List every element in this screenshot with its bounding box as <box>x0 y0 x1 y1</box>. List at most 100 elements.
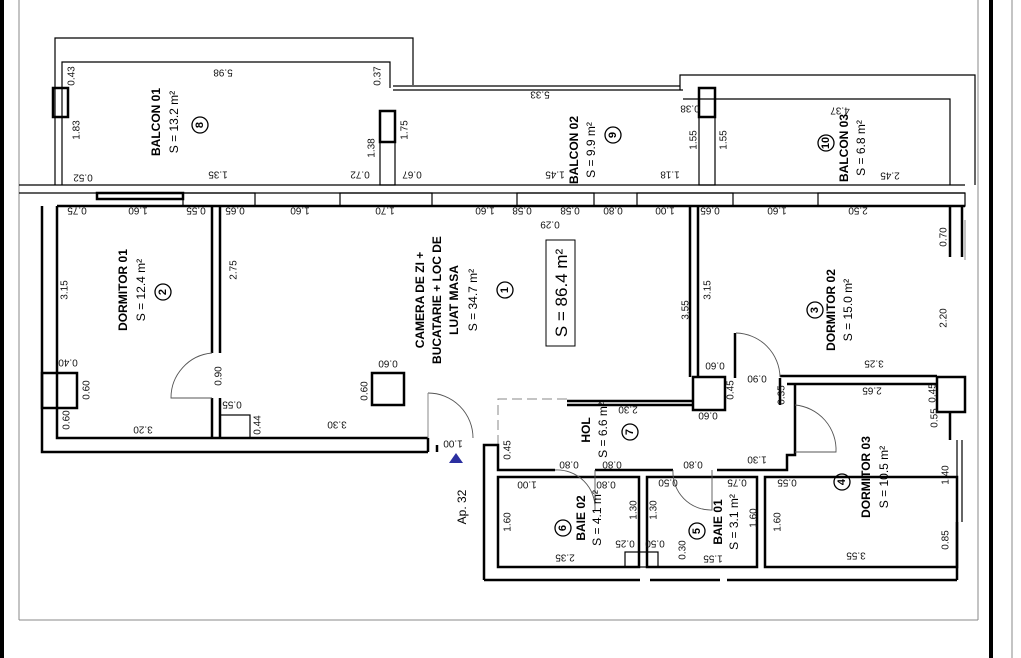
room-name: DORMITOR 01 <box>116 249 130 331</box>
dimension-label: 0.75 <box>67 204 87 215</box>
room-number: 4 <box>836 478 848 485</box>
room-number: 1 <box>499 287 511 293</box>
room-number-circle <box>554 519 572 537</box>
dimension-label: 0.60 <box>378 357 398 368</box>
dimension-label: 0.45 <box>928 383 939 403</box>
dimension-label: 0.45 <box>726 380 737 400</box>
dimension-label: 0.60 <box>360 381 371 401</box>
dimension-label: 3.55 <box>846 549 866 560</box>
room-number-circle <box>191 116 209 134</box>
dimension-label: 0.72 <box>350 168 370 179</box>
room-name: BUCATARIE + LOC DE <box>430 236 444 364</box>
column <box>40 371 79 410</box>
dimension-label: 0.65 <box>700 204 720 215</box>
walls <box>19 184 967 582</box>
dimension-label: 0.75 <box>727 476 747 487</box>
dimension-label: 2.30 <box>618 403 638 414</box>
dimension-label: 1.40 <box>941 465 952 485</box>
dimension-label: 0.90 <box>747 372 767 383</box>
dimension-label: 1.60 <box>128 204 148 215</box>
room-number: 6 <box>557 525 569 531</box>
dimension-label: 0.45 <box>503 440 514 460</box>
dimension-label: 3.15 <box>703 280 714 300</box>
dimension-label: 5.98 <box>213 66 233 77</box>
dimension-label: 3.15 <box>60 280 71 300</box>
room-area: S = 34.7 m² <box>466 269 480 331</box>
room-number-circle <box>604 126 622 144</box>
dimension-label: 1.83 <box>72 120 83 140</box>
room-number: 5 <box>691 528 703 534</box>
dimension-label: 2.45 <box>880 169 900 180</box>
room-number: 8 <box>194 122 206 128</box>
dimension-label: 0.43 <box>67 66 78 86</box>
room-number: 3 <box>809 307 821 313</box>
dimension-label: 1.55 <box>689 130 700 150</box>
dimension-label: 0.55 <box>186 204 206 215</box>
room-name: LUAT MASA <box>447 265 461 335</box>
dimension-label: 1.60 <box>290 204 310 215</box>
room-area: S = 13.2 m² <box>167 91 181 153</box>
dimension-label: 1.55 <box>719 130 730 150</box>
dimension-label: 0.80 <box>683 458 703 469</box>
room-name: HOL <box>579 417 593 442</box>
dimension-label: 3.55 <box>681 300 692 320</box>
dimension-label: 1.30 <box>649 500 660 520</box>
room-area: S = 6.8 m² <box>854 120 868 176</box>
room-number-circle <box>154 283 172 301</box>
column <box>697 86 717 119</box>
room-area: S = 6.6 m² <box>596 402 610 458</box>
room-name: DORMITOR 03 <box>859 436 873 518</box>
room-number-circle <box>688 522 706 540</box>
dimension-label: 0.60 <box>62 410 73 430</box>
total-area: S = 86.4 m² <box>552 248 571 337</box>
dimension-label: 0.50 <box>645 537 665 548</box>
dimension-label: 0.44 <box>253 415 264 435</box>
dimension-label: 2.35 <box>555 551 575 562</box>
dimension-label: 3.25 <box>864 357 884 368</box>
dimension-label: 0.80 <box>596 478 616 489</box>
dimension-label: 0.55 <box>930 408 941 428</box>
dimension-label: 0.67 <box>402 168 422 179</box>
dimension-label: 1.30 <box>747 453 767 464</box>
dimension-label: 4.37 <box>830 104 850 115</box>
dimension-label: 0.30 <box>678 540 689 560</box>
room-name: BALCON 01 <box>149 88 163 156</box>
dimension-label: 1.60 <box>503 512 514 532</box>
dimension-label: 0.80 <box>602 458 622 469</box>
room-label-4: DORMITOR 03 S = 10.5 m² 4 <box>833 436 891 518</box>
dimension-label: 2.65 <box>862 384 882 395</box>
dimension-label: 0.25 <box>615 537 635 548</box>
dimension-label: 3.30 <box>327 418 347 429</box>
dimension-label: 0.55 <box>222 398 242 409</box>
room-number: 7 <box>624 429 636 435</box>
room-number-circle <box>833 473 851 491</box>
dimension-label: 1.45 <box>545 168 565 179</box>
apartment-label: Ap. 32 <box>455 489 469 524</box>
dimension-label: 1.60 <box>749 508 760 528</box>
dimension-label: 0.55 <box>777 476 797 487</box>
column <box>691 375 727 412</box>
room-number: 10 <box>820 137 832 149</box>
dimension-label: 1.60 <box>767 204 787 215</box>
room-label-8: BALCON 01 S = 13.2 m² 8 <box>149 88 209 156</box>
room-number-circle <box>817 134 835 152</box>
doors <box>170 332 837 511</box>
dimension-label: 5.33 <box>530 88 550 99</box>
dimension-label: 2.20 <box>939 308 950 328</box>
dimension-label: 1.00 <box>517 478 537 489</box>
dimension-label: 0.52 <box>73 171 93 182</box>
room-area: S = 4.1 m² <box>590 490 604 546</box>
room-number-circle <box>621 423 639 441</box>
room-name: BAIE 02 <box>574 495 588 541</box>
room-number-circle <box>806 301 824 319</box>
room-area: S = 10.5 m² <box>877 446 891 508</box>
dimension-label: 0.60 <box>82 380 93 400</box>
room-number: 9 <box>607 132 619 138</box>
total-area-box: S = 86.4 m² <box>545 239 576 347</box>
column <box>370 371 406 407</box>
